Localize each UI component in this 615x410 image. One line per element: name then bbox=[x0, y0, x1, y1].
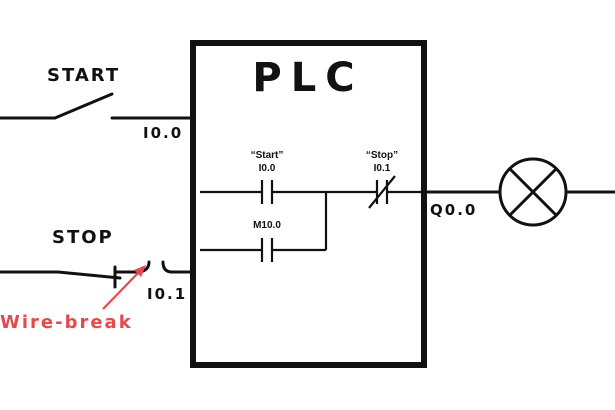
stop-contact bbox=[368, 175, 396, 209]
stop-contact-address: I0.1 bbox=[374, 163, 391, 174]
start-input-address: I0.0 bbox=[143, 124, 183, 142]
lamp-icon bbox=[498, 157, 568, 227]
ladder-rung bbox=[200, 190, 424, 252]
wire-break-arrow bbox=[102, 265, 146, 310]
start-contact bbox=[260, 180, 274, 204]
start-contact-name: “Start” bbox=[251, 150, 284, 161]
stop-contact-name: “Stop” bbox=[366, 150, 398, 161]
start-contact-address: I0.0 bbox=[259, 163, 276, 174]
memory-contact-address: M10.0 bbox=[253, 220, 281, 231]
start-label: START bbox=[47, 65, 120, 86]
stop-input-address: I0.1 bbox=[147, 285, 187, 303]
start-switch bbox=[0, 92, 195, 120]
stop-switch bbox=[0, 265, 142, 289]
wire-break-gap bbox=[138, 260, 195, 274]
plc-box bbox=[190, 40, 427, 368]
memory-contact bbox=[260, 238, 274, 262]
stop-label: STOP bbox=[52, 227, 114, 248]
wire-break-label: Wire-break bbox=[0, 312, 133, 333]
plc-title: PLC bbox=[252, 55, 363, 101]
output-address: Q0.0 bbox=[430, 201, 477, 219]
